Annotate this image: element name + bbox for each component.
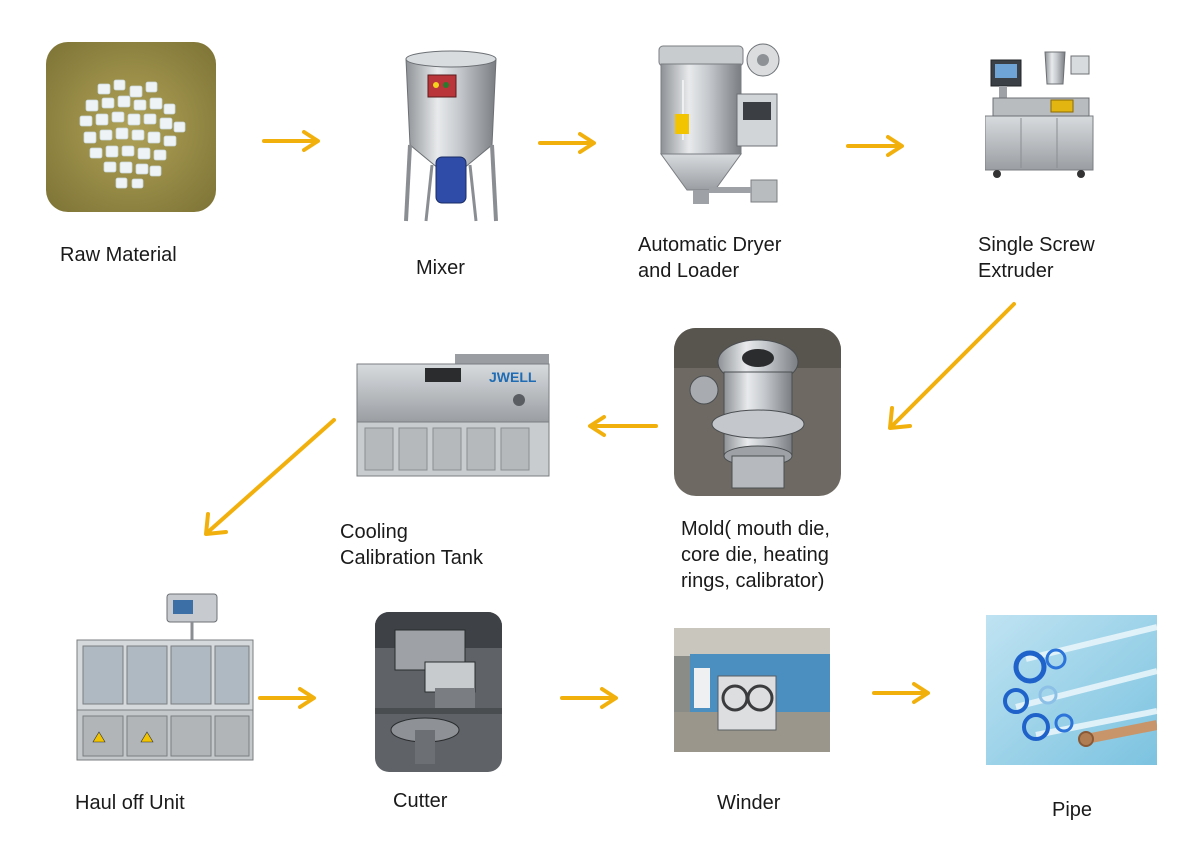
winder-label: Winder — [717, 792, 781, 814]
winder-image — [674, 628, 830, 752]
raw-material-image — [46, 42, 216, 212]
haul-off-label: Haul off Unit — [75, 792, 185, 814]
dryer-image — [653, 40, 793, 212]
arrow-cutter-to-winder — [560, 687, 618, 709]
arrow-haul-off-to-cutter — [258, 687, 316, 709]
mixer-image — [396, 45, 506, 225]
mixer-label: Mixer — [416, 257, 465, 279]
arrow-winder-to-pipe — [872, 682, 930, 704]
haul-off-image — [75, 592, 255, 764]
dryer-loader-photo — [658, 43, 780, 204]
extruder-machine-photo — [985, 51, 1094, 178]
arrow-extruder-to-mold — [888, 302, 1016, 430]
cooling-tank-photo: JWELL — [356, 354, 550, 477]
cutter-image — [375, 612, 502, 772]
arrow-dryer-to-extruder — [846, 135, 904, 157]
mixer-machine-photo — [404, 50, 498, 222]
arrow-cooling-to-haul-off — [204, 418, 336, 536]
arrow-mold-to-cooling — [588, 415, 658, 437]
cooling-label: Cooling Calibration Tank — [340, 521, 484, 569]
pipe-photo — [986, 615, 1157, 765]
arrow-raw-to-mixer — [262, 130, 320, 152]
mold-image — [674, 328, 841, 496]
pipe-image — [986, 615, 1157, 765]
arrow-mixer-to-dryer — [538, 132, 596, 154]
mold-die-photo — [674, 328, 841, 496]
raw-material-label: Raw Material — [60, 244, 177, 266]
extruder-image — [985, 42, 1097, 182]
mold-label: Mold( mouth die, core die, heating rings… — [681, 518, 830, 592]
winder-photo — [674, 628, 830, 752]
cutter-photo — [375, 612, 502, 772]
haul-off-photo — [76, 593, 254, 761]
cutter-label: Cutter — [393, 790, 448, 812]
plastic-pellets-photo — [46, 42, 216, 212]
pipe-label: Pipe — [1052, 799, 1093, 821]
extruder-label: Single Screw Extruder — [978, 234, 1095, 282]
cooling-tank-image: JWELL — [355, 328, 555, 480]
jwell-brand-text: JWELL — [489, 369, 537, 385]
dryer-label: Automatic Dryer and Loader — [638, 234, 782, 282]
